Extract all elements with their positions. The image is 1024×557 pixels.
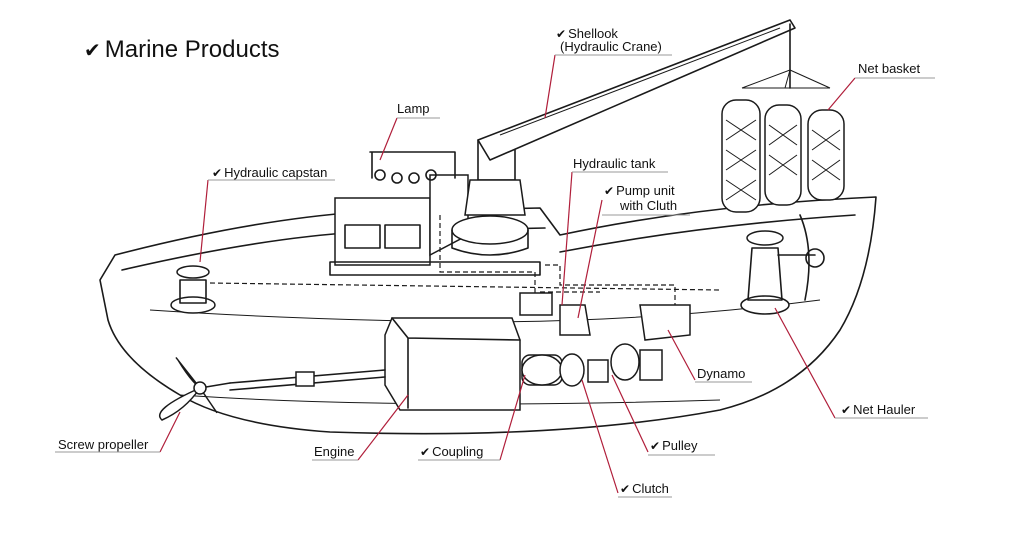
label-shellook-sub: (Hydraulic Crane) [560, 39, 662, 54]
label-net-basket: Net basket [858, 61, 921, 76]
label-hydraulic-capstan: Hydraulic capstan [212, 165, 327, 181]
hydraulic-lines [439, 215, 676, 305]
label-pump-unit: Pump unit [604, 183, 675, 199]
page-title: Marine Products [84, 36, 280, 64]
label-shellook: Shellook [556, 26, 618, 42]
label-engine: Engine [314, 444, 355, 459]
label-hydraulic-tank: Hydraulic tank [573, 156, 656, 171]
label-lamp: Lamp [397, 101, 430, 116]
net-baskets [721, 69, 845, 213]
deck-machinery [170, 230, 825, 315]
label-pulley: Pulley [650, 438, 697, 454]
label-pump-unit-sub: with Cluth [620, 198, 678, 213]
engine-room [229, 292, 691, 411]
label-net-hauler: Net Hauler [841, 402, 915, 418]
crane [451, 19, 796, 256]
label-dynamo: Dynamo [697, 366, 746, 381]
leader-lines [159, 54, 856, 494]
label-underlines [55, 54, 935, 498]
label-coupling: Coupling [420, 444, 483, 460]
label-screw-propeller: Screw propeller [58, 437, 149, 452]
propeller [159, 357, 231, 421]
label-clutch: Clutch [620, 481, 669, 497]
